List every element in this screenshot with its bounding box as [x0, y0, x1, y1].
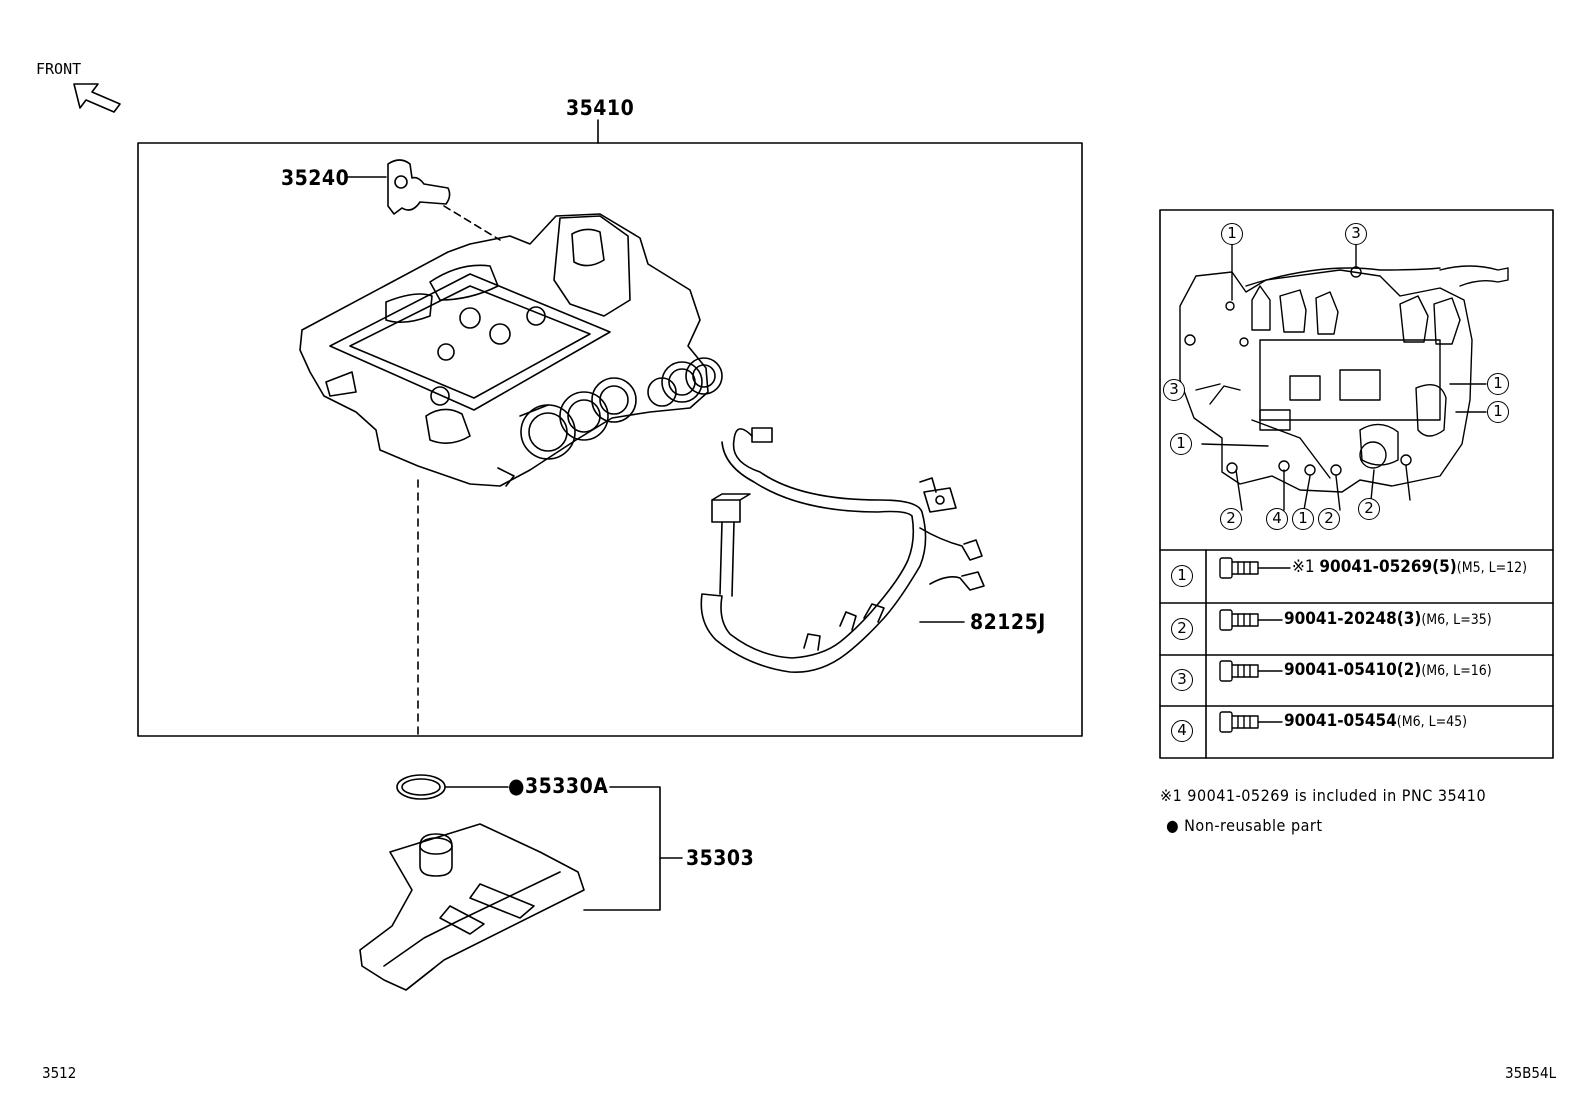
callout-3: 3	[1345, 223, 1367, 245]
table-row-3: 90041-05410(2)(M6, L=16)	[1284, 660, 1492, 680]
bolt-spec: (M6, L=16)	[1421, 663, 1492, 679]
callout-4: 4	[1266, 508, 1288, 530]
bolt-spec: (M5, L=12)	[1456, 560, 1528, 576]
bolt-spec: (M6, L=45)	[1396, 714, 1468, 730]
strainer-drawing	[359, 786, 683, 991]
front-arrow-icon	[73, 83, 121, 113]
callout-1: 1	[1221, 223, 1243, 245]
footnote-marker: ※1	[1292, 557, 1320, 577]
gasket-part-number: ●35330A	[508, 774, 608, 798]
bolt-part-number: 90041-05410(2)	[1284, 660, 1422, 680]
bolt-part-number: 90041-05269(5)	[1319, 557, 1457, 577]
callout-3: 3	[1163, 379, 1185, 401]
front-label: FRONT	[36, 60, 82, 78]
table-row-1: ※1 90041-05269(5)(M5, L=12)	[1292, 557, 1527, 577]
inset-frame	[1159, 209, 1554, 759]
table-key-3: 3	[1171, 669, 1193, 691]
callout-1: 1	[1170, 433, 1192, 455]
non-reusable-bullet: ●	[1166, 816, 1180, 835]
callout-2: 2	[1220, 508, 1242, 530]
callout-2: 2	[1318, 508, 1340, 530]
bolt-part-number: 90041-20248(3)	[1284, 609, 1422, 629]
bolt-spec: (M6, L=35)	[1421, 612, 1492, 628]
gasket-drawing	[396, 774, 509, 800]
inset-valve-body-drawing	[1179, 239, 1509, 511]
nonreusable-note: ● Non-reusable part	[1166, 816, 1322, 835]
callout-1: 1	[1487, 373, 1509, 395]
included-note: ※1 90041-05269 is included in PNC 35410	[1160, 786, 1487, 805]
harness-drawing	[700, 427, 985, 673]
bolt-icon	[1219, 660, 1283, 682]
footer-left-code: 3512	[42, 1064, 77, 1082]
bolt-icon	[1219, 557, 1291, 579]
solenoid-drawing	[347, 159, 501, 241]
valve-body-drawing	[299, 213, 723, 737]
gasket-part-value: 35330A	[525, 774, 609, 798]
table-key-1: 1	[1171, 565, 1193, 587]
assembly-part-number: 35410	[566, 96, 635, 120]
bolt-icon	[1219, 609, 1283, 631]
table-row-4: 90041-05454(M6, L=45)	[1284, 711, 1467, 731]
table-row-2: 90041-20248(3)(M6, L=35)	[1284, 609, 1492, 629]
bolt-icon	[1219, 711, 1283, 733]
footer-right-code: 35B54L	[1505, 1064, 1557, 1082]
strainer-part-number: 35303	[686, 846, 755, 870]
assembly-frame	[137, 142, 1083, 737]
non-reusable-marker: ●	[508, 774, 525, 798]
harness-part-number: 82125J	[970, 610, 1046, 634]
callout-1: 1	[1292, 508, 1314, 530]
callout-1: 1	[1487, 401, 1509, 423]
table-key-2: 2	[1171, 618, 1193, 640]
table-key-4: 4	[1171, 720, 1193, 742]
bolt-part-number: 90041-05454	[1284, 711, 1397, 731]
callout-2: 2	[1358, 498, 1380, 520]
nonreusable-text: Non-reusable part	[1184, 816, 1323, 835]
solenoid-part-number: 35240	[281, 166, 350, 190]
